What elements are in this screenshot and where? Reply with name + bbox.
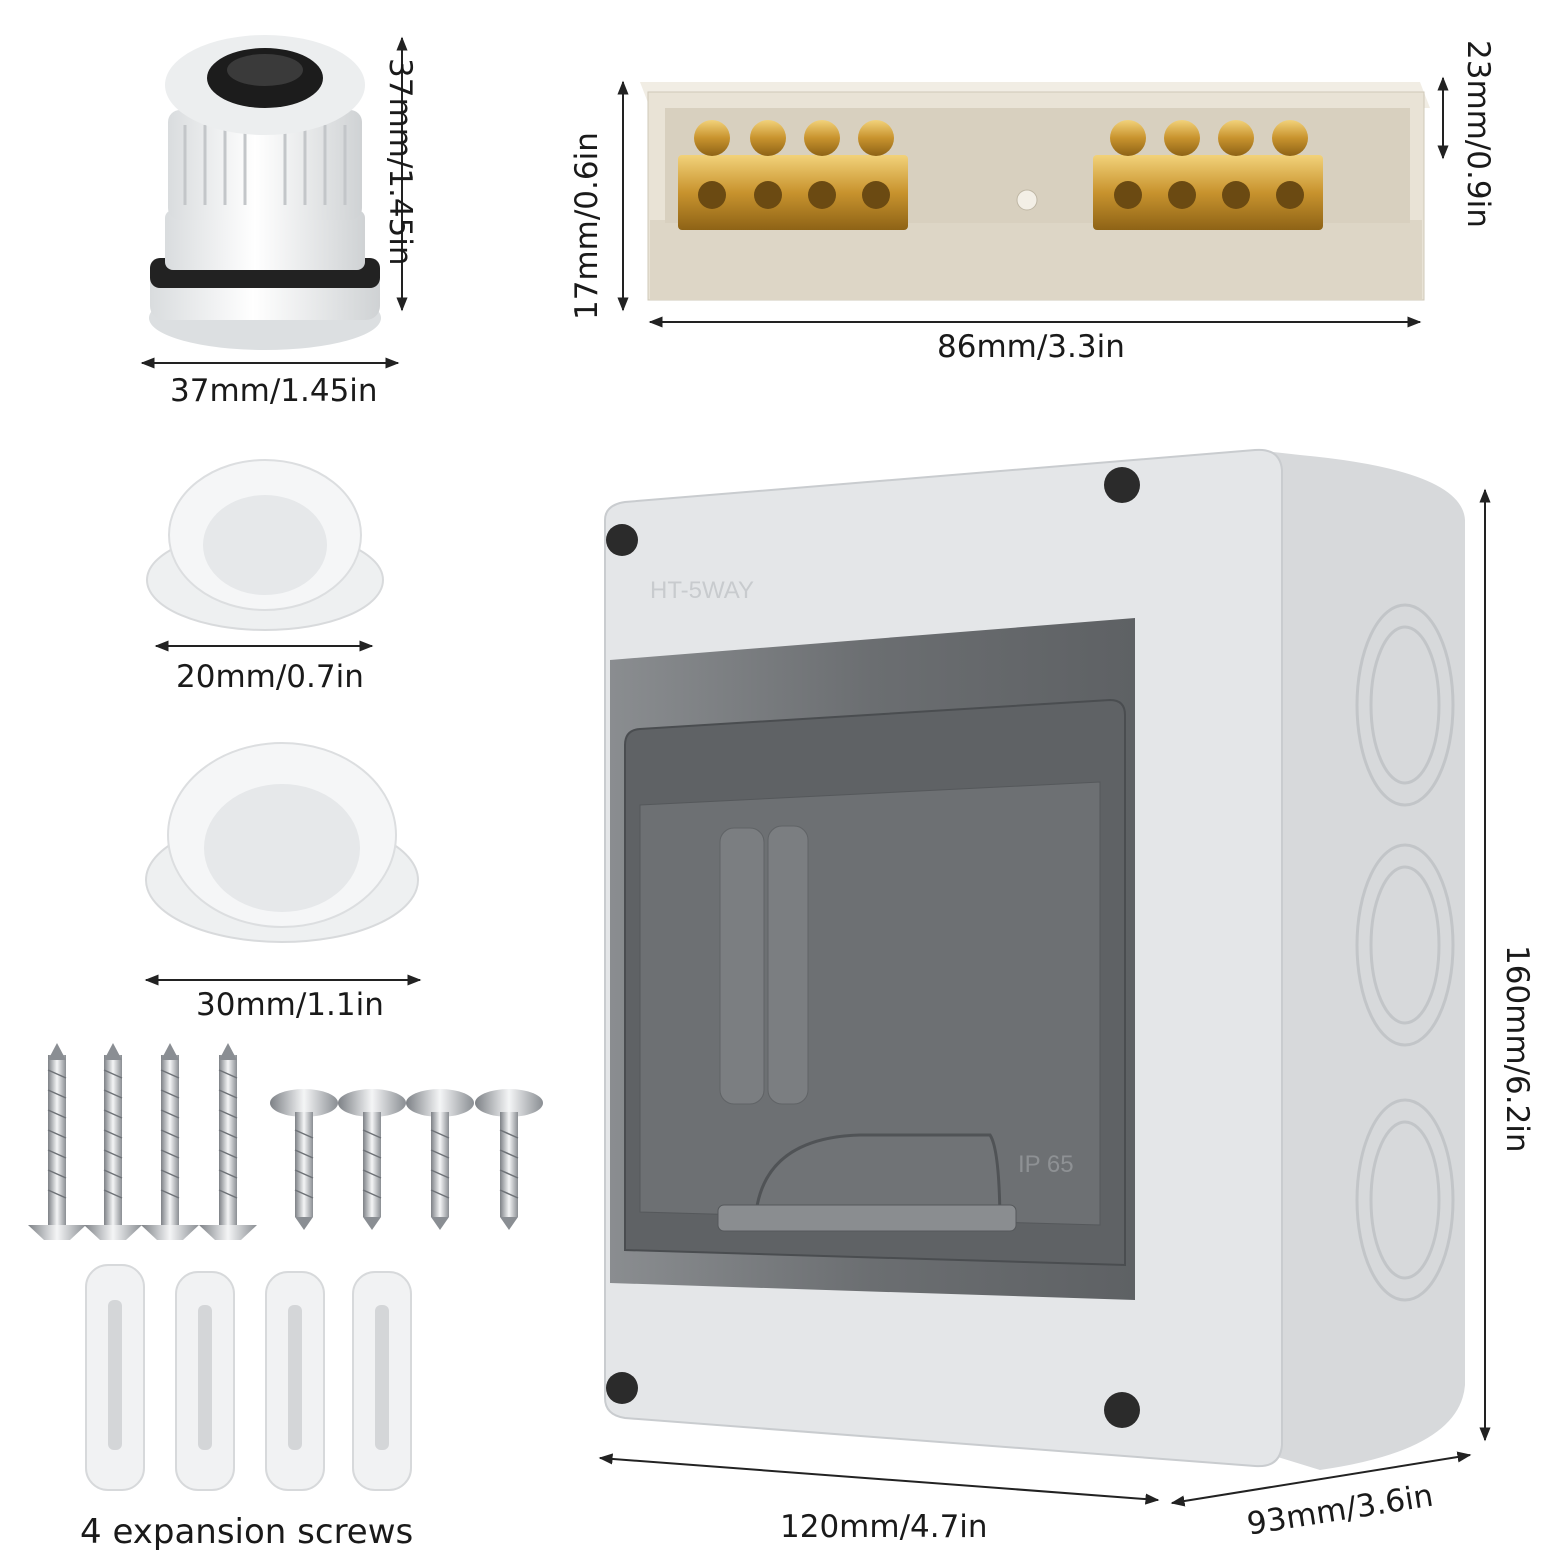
rubber-plug-large [145, 742, 419, 943]
distribution-box: HT-5WAY IP 65 [604, 448, 1465, 1470]
ip-rating-emboss: IP 65 [1018, 1151, 1074, 1178]
gland-height-label: 37mm/1.45in [382, 58, 418, 266]
rubber-plug-small [146, 459, 384, 631]
busbar-length-label: 86mm/3.3in [937, 329, 1125, 365]
busbar-right-height-label: 23mm/0.9in [1460, 40, 1496, 228]
brass-terminal-left [678, 120, 908, 230]
plug-small-label: 20mm/0.7in [176, 659, 364, 695]
brass-terminal-right [1093, 120, 1323, 230]
screws-caption: 4 expansion screws [80, 1512, 414, 1552]
plug-large-label: 30mm/1.1in [196, 987, 384, 1023]
brand-emboss: HT-5WAY [650, 577, 754, 604]
screws-pan-head [270, 1089, 543, 1230]
gland-width-label: 37mm/1.45in [170, 373, 378, 409]
box-width-label: 120mm/4.7in [780, 1509, 988, 1545]
busbar-left-height-label: 17mm/0.6in [569, 132, 605, 320]
terminal-busbar [640, 82, 1430, 301]
wall-anchors [85, 1264, 412, 1491]
screws-countersunk [28, 1043, 257, 1240]
box-height-label: 160mm/6.2in [1499, 945, 1535, 1153]
cable-gland [149, 35, 381, 350]
